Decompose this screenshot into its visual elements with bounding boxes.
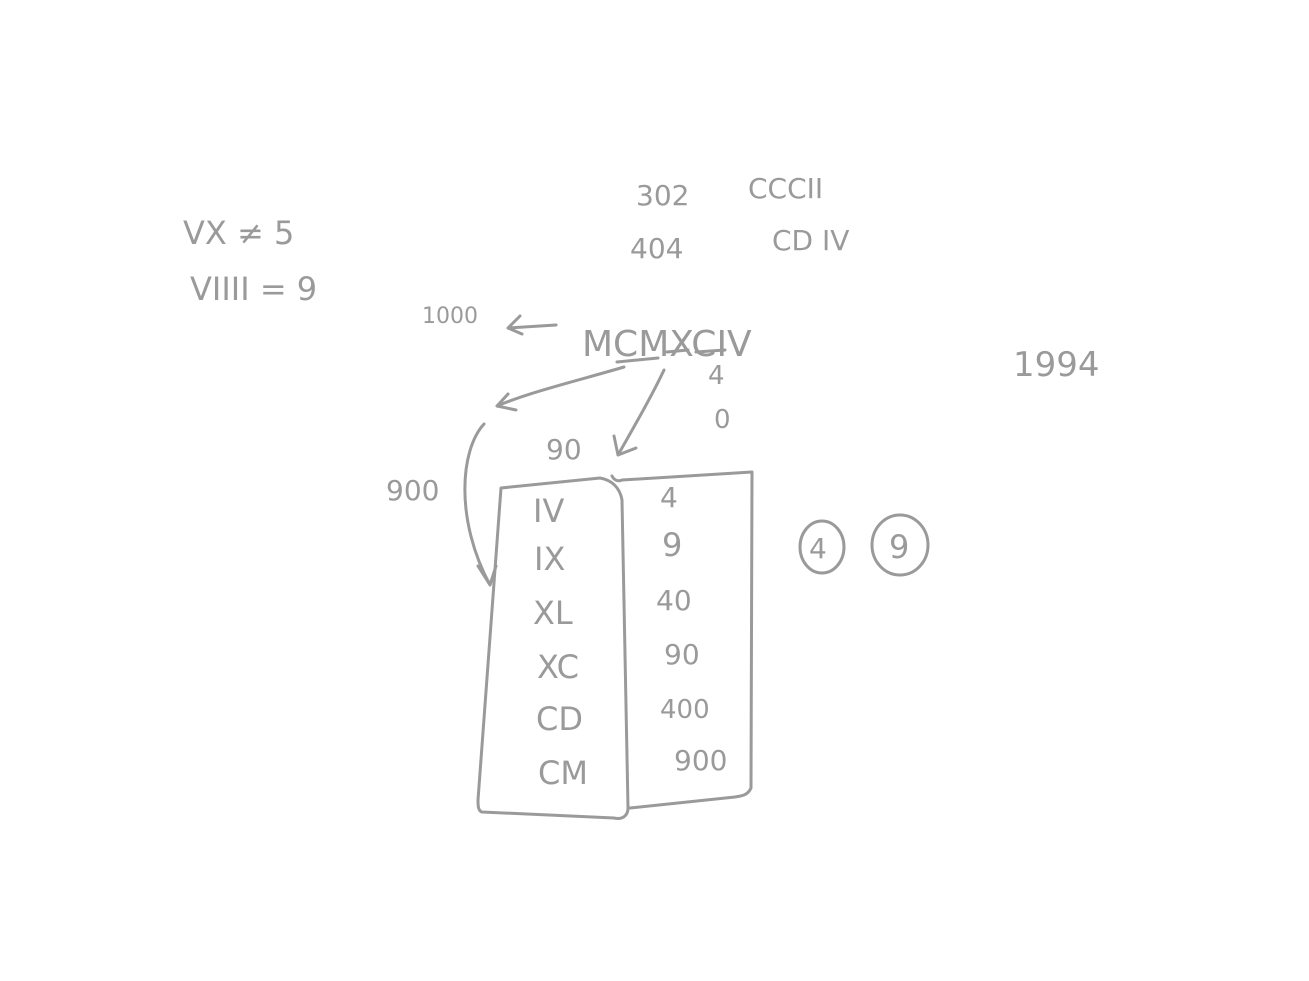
subtractive-values-column: 4 9 40 90 400 900 [656, 481, 727, 777]
table-value: 900 [674, 744, 727, 777]
table-numeral: XL [533, 594, 573, 632]
table-numeral: CM [538, 754, 588, 792]
main-numeral: MCMXCIV [582, 324, 752, 365]
zero-mark: 0 [714, 405, 731, 435]
table-left-column-box [476, 476, 630, 820]
underline-cm [615, 356, 660, 364]
four-value-label: 4 [708, 361, 725, 391]
arrow-xc-to-column [612, 368, 666, 457]
circled-number-right: 9 [889, 528, 909, 566]
circle-outline-left [798, 519, 846, 575]
rule-viiii-note: VIIII = 9 [190, 270, 317, 308]
circle-outline-right [870, 513, 930, 577]
table-numeral: CD [536, 700, 583, 738]
table-value: 9 [662, 526, 682, 564]
table-numeral: XC [537, 648, 579, 686]
ninehundred-value-label: 900 [386, 474, 439, 507]
table-right-column-box [610, 470, 754, 810]
example-302-arabic: 302 [636, 179, 689, 212]
thousand-value-label: 1000 [422, 304, 478, 329]
circled-number-left: 4 [809, 532, 827, 565]
example-404-roman: CD IV [772, 224, 849, 257]
table-value: 90 [664, 638, 700, 671]
rule-vx-note: VX ≠ 5 [183, 214, 294, 252]
example-404-arabic: 404 [630, 232, 683, 265]
ninety-value-label: 90 [546, 433, 582, 466]
underline-iv [694, 348, 727, 354]
arrow-to-thousand [506, 314, 558, 336]
result-year: 1994 [1013, 345, 1100, 385]
subtractive-numerals-column: IV IX XL XC CD CM [533, 492, 588, 792]
table-value: 40 [656, 584, 692, 617]
table-value: 400 [660, 695, 710, 725]
table-numeral: IV [533, 492, 564, 530]
arrow-900-to-table [463, 422, 498, 587]
table-numeral: IX [534, 540, 565, 578]
arrow-cm-to-left [495, 365, 626, 412]
example-302-roman: CCCII [748, 172, 823, 205]
table-value: 4 [660, 481, 678, 514]
underline-xc [665, 348, 690, 354]
